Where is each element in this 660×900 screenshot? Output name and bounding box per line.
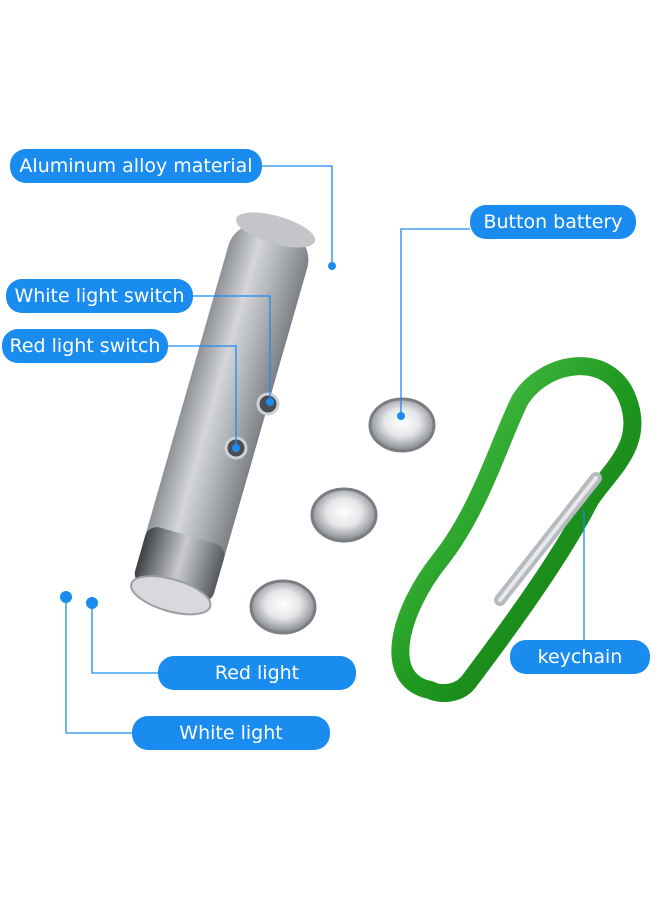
laser-pointer [60,212,316,616]
red-light-lens [86,597,98,609]
label-white-light: White light [132,716,330,750]
callout-lines [65,165,585,734]
label-white-light-switch: White light switch [6,279,193,313]
carabiner-keychain [391,357,642,702]
white-light-lens [60,591,72,603]
label-aluminum-alloy: Aluminum alloy material [10,149,262,183]
label-keychain: keychain [510,640,650,674]
label-red-light: Red light [158,656,356,690]
label-red-light-switch: Red light switch [2,329,168,363]
button-batteries [249,397,436,635]
label-button-battery: Button battery [470,205,636,239]
